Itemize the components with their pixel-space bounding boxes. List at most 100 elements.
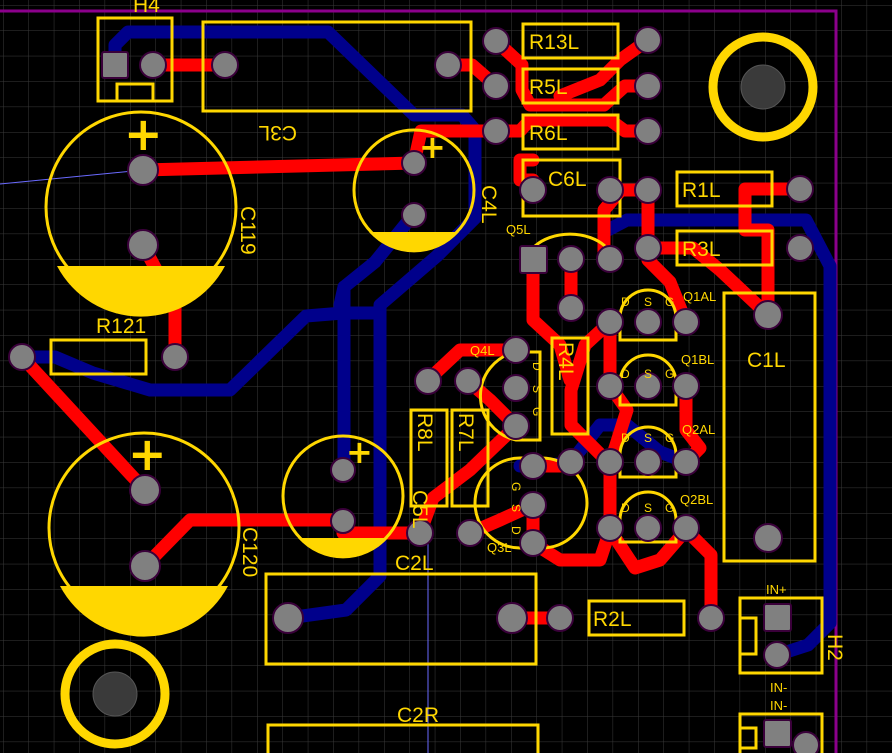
q4l-pin-s: S [530,385,544,393]
label-c6l: C6L [548,168,587,191]
q2bl-pin-d: D [621,501,630,515]
pad-q1al-s [634,308,662,336]
label-in-minus-1: IN- [770,680,787,695]
c119-plus-sign: + [124,107,163,161]
c2l-outline [264,572,538,666]
q3l-pin-d: D [509,526,523,535]
pad-q2al-d [596,448,624,476]
label-q2bl: Q2BL [680,492,713,507]
pad-r6l-2 [634,117,662,145]
c4l-polarity-band [369,232,459,253]
pad-r13l-1 [482,27,510,55]
label-r7l: R7L [454,413,477,452]
pad-in-plus-1 [763,603,792,632]
pad-h4-2 [139,51,167,79]
r13l-outline [521,22,620,60]
pad-r3l-1 [634,234,662,262]
q1bl-pin-d: D [621,367,630,381]
label-q1al: Q1AL [683,289,716,304]
pad-q2bl-s [634,514,662,542]
pad-q1bl-d [596,372,624,400]
label-c4l: C4L [477,185,500,224]
pad-c3l-1 [211,51,239,79]
polarity-bands [57,232,459,637]
pad-r1l-2 [786,175,814,203]
label-c120: C120 [238,527,261,577]
c3l-outline [201,20,473,113]
pad-c120-minus [129,550,161,582]
label-q2al: Q2AL [682,422,715,437]
label-r5l: R5L [529,76,568,99]
pad-in-minus-2 [792,731,820,753]
c120-polarity-band [60,586,228,637]
pad-r5l-1 [482,72,510,100]
r121-outline [49,338,148,376]
r8l-outline [409,408,449,508]
pad-q5l-3 [596,245,624,273]
pad-c3l-2 [434,51,462,79]
c5l-plus-sign: + [346,433,373,471]
silkscreen-text: H4 C3L R13L R5L R6L C6L C4L Q5L R1L R3L … [96,0,846,727]
label-q4l: Q4L [470,343,495,358]
pad-q1al-d [596,308,624,336]
pad-r6l-1 [482,117,510,145]
pad-c119-minus [127,229,159,261]
pad-q4l-2 [502,374,530,402]
pad-r8l-2 [406,519,434,547]
pad-r121-2 [161,343,189,371]
label-q5l: Q5L [506,222,531,237]
label-in-plus: IN+ [766,582,787,597]
r2l-outline [587,599,686,637]
q3l-pin-s: S [509,504,523,512]
q1al-pin-s: S [644,295,652,309]
mounting-hole-bottom-left [60,639,170,749]
label-c5l: C5L [408,490,431,529]
pad-c119-plus [127,154,159,186]
pad-r7l-2 [456,519,484,547]
c120-plus-sign: + [128,427,167,481]
pad-r7l-1 [454,367,482,395]
pad-r8l-1 [414,367,442,395]
mounting-hole-bottom-left-drill [92,671,138,717]
label-q1bl: Q1BL [681,352,714,367]
pads [8,26,820,753]
pad-r1l-1 [634,176,662,204]
pad-q5l-2 [557,245,585,273]
pad-q1al-g [672,308,700,336]
q2bl-pin-s: S [644,501,652,515]
pad-q3l-3 [519,529,547,557]
r7l-outline [450,408,490,508]
pad-q2al-s [634,448,662,476]
q2al-pin-s: S [644,431,652,445]
r1l-outline [675,170,774,208]
q5l-outline [534,232,606,248]
q1al-pin-g: G [665,295,674,309]
pad-q5l-1 [519,245,548,274]
label-r8l: R8L [413,413,436,452]
pad-in-plus-2 [763,641,791,669]
label-r4l: R4L [554,342,577,381]
label-r2l: R2L [593,608,632,631]
label-c119: C119 [236,206,259,255]
c1l-outline [722,291,817,563]
pad-r4l-1 [557,294,585,322]
pad-q2bl-d [596,514,624,542]
label-c1l: C1L [747,349,786,372]
pad-r4l-2 [557,448,585,476]
ratsnest [0,169,429,753]
in-plus-connector-tab [738,616,758,656]
r5l-outline [521,67,620,105]
c119-polarity-band [57,266,225,317]
pad-q4l-1 [502,336,530,364]
label-r1l: R1L [682,179,721,202]
c2r-outline [266,723,540,753]
pad-q2al-g [672,448,700,476]
label-in-minus-2: IN- [770,698,787,713]
label-h2: H2 [823,634,846,661]
q1al-pin-d: D [621,295,630,309]
q1bl-pin-s: S [644,367,652,381]
label-c3l: C3L [258,121,297,144]
pad-q2bl-g [672,514,700,542]
c5l-polarity-band [298,538,388,559]
q4l-pin-d: D [530,362,544,371]
